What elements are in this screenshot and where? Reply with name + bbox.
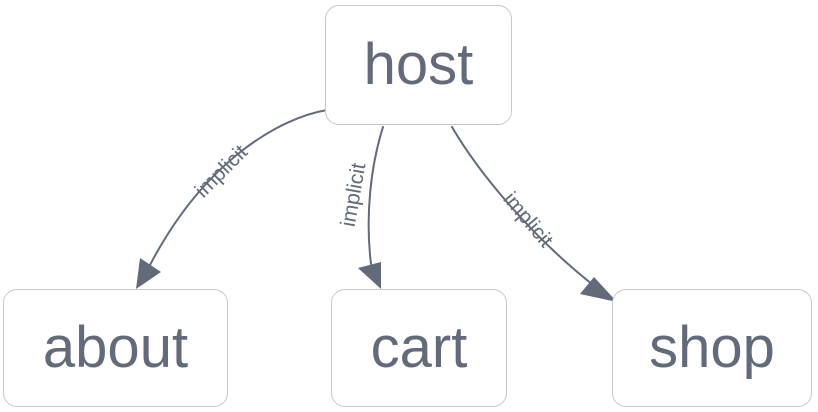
edge-host-cart-arrowhead [358,262,381,289]
graph-node-host[interactable]: host [325,5,512,125]
edge-host-about-line [149,109,328,266]
graph-node-cart-label: cart [370,315,468,380]
graph-node-host-label: host [363,32,474,97]
graph-node-cart[interactable]: cart [331,289,507,407]
graph-node-shop[interactable]: shop [612,289,812,407]
graph-node-about[interactable]: about [3,289,228,407]
edge-host-shop-line [451,126,598,289]
edge-host-shop[interactable]: implicit [451,126,617,302]
graph-node-about-label: about [42,315,189,380]
edge-host-shop-arrowhead [580,277,617,302]
edge-host-cart[interactable]: implicit [337,126,384,289]
edge-host-cart-label: implicit [337,161,371,228]
edge-host-cart-line [367,126,384,265]
edge-host-about-arrowhead [136,258,161,289]
edge-host-shop-label: implicit [499,188,558,252]
edge-host-about[interactable]: implicit [136,109,328,289]
graph-node-shop-label: shop [649,315,775,380]
edge-host-about-label: implicit [191,140,253,202]
